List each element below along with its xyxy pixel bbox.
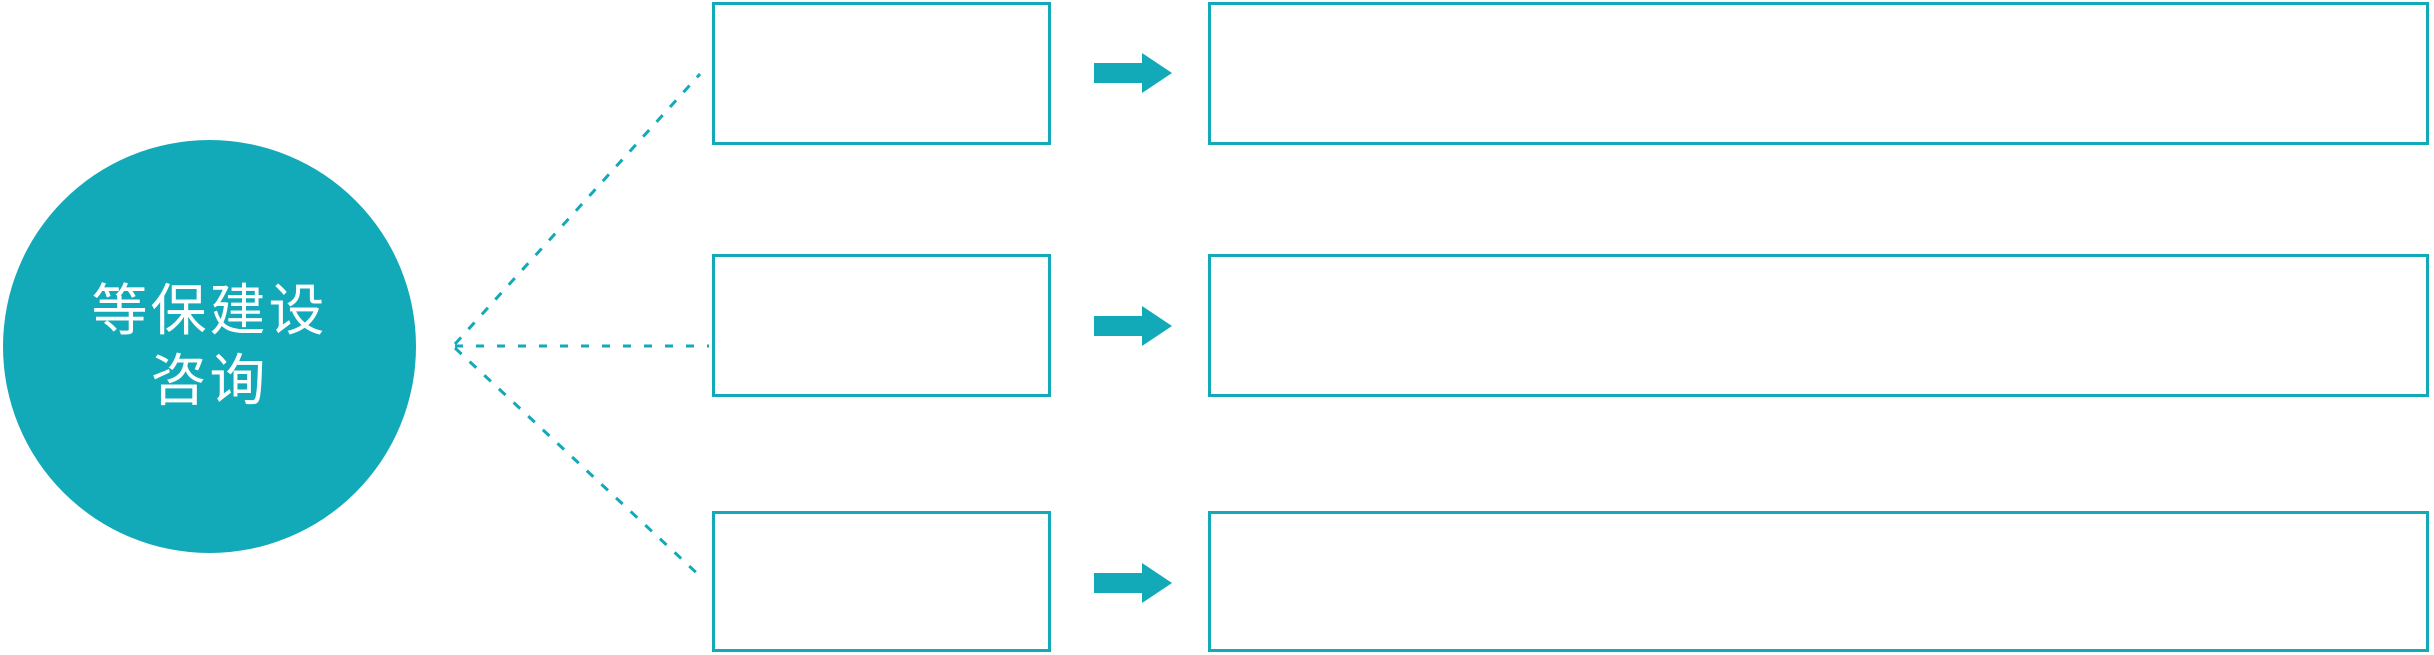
hub-label-line2: 咨询 — [150, 348, 269, 414]
arrow-right-icon — [1094, 53, 1172, 93]
stage-box-1 — [712, 2, 1051, 145]
arrow-right-icon — [1094, 563, 1172, 603]
stage-box-2 — [712, 254, 1051, 397]
detail-box-2 — [1208, 254, 2429, 397]
hub-circle: 等保建设 咨询 — [3, 140, 416, 553]
hub-label-line1: 等保建设 — [91, 278, 328, 344]
stage-box-3 — [712, 511, 1051, 652]
detail-box-3 — [1208, 511, 2429, 652]
connector-dashed-line-bottom — [453, 346, 703, 579]
detail-box-1 — [1208, 2, 2429, 145]
connector-dashed-line-top — [453, 72, 702, 346]
arrow-right-icon — [1094, 306, 1172, 346]
